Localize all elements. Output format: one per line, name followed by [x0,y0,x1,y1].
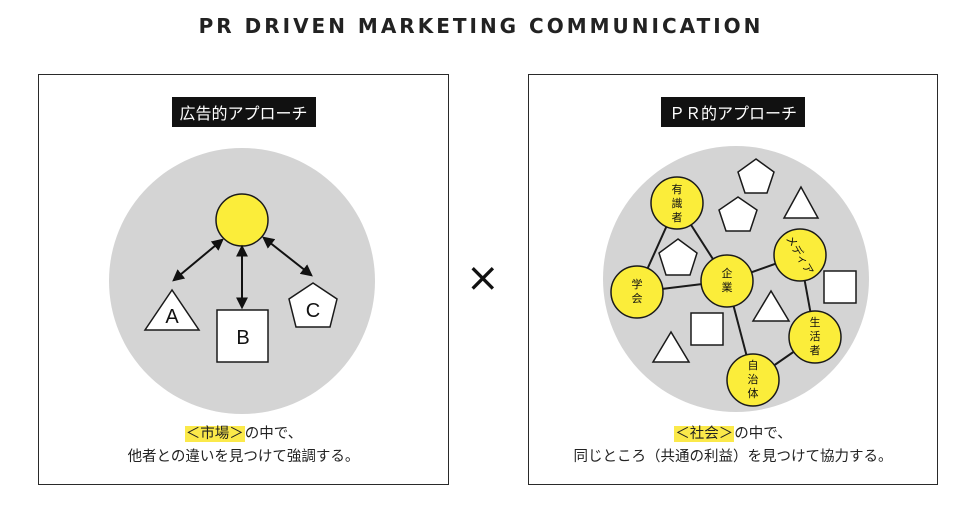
pentagon-shape [658,238,698,276]
caption-line2: 同じところ（共通の利益）を見つけて協力する。 [573,449,893,465]
node-media: メディア [773,228,827,282]
svg-text:識: 識 [672,197,683,210]
right-caption: ＜社会＞の中で、 同じところ（共通の利益）を見つけて協力する。 [529,423,937,469]
square-shape [823,270,857,304]
company-node [215,193,269,247]
square-b [216,309,269,363]
node-municipality: 自 治 体 [726,353,780,407]
pentagon-c [288,282,338,328]
square-shape [690,312,724,346]
svg-text:自: 自 [748,359,759,372]
pentagon-shape [737,158,775,194]
svg-text:体: 体 [748,386,759,400]
svg-text:有: 有 [672,182,683,196]
panel-label: ＰＲ的アプローチ [660,97,806,127]
node-consumer: 生 活 者 [788,310,842,364]
pr-approach-panel: ＰＲ的アプローチ 有 識 者 学 会 [528,74,938,485]
page-title: PR DRIVEN MARKETING COMMUNICATION [198,14,764,38]
svg-text:業: 業 [722,281,733,294]
shape-b-label: B [236,327,249,349]
node-company: 企 業 [700,254,754,308]
svg-text:企: 企 [722,266,733,280]
shape-c-label: C [306,300,320,322]
caption-line2: 他者との違いを見つけて強調する。 [127,449,360,465]
advertising-approach-panel: 広告的アプローチ A B C ＜市場＞の中で、 他者との違いを見つけて強調する。 [38,74,449,485]
svg-text:者: 者 [672,211,683,224]
triangle-shape [751,289,791,322]
multiply-symbol: × [466,255,500,301]
svg-text:生: 生 [810,315,821,329]
caption-line1-rest: の中で、 [244,426,303,442]
arrow-to-c [262,236,313,277]
society-highlight: ＜社会＞ [674,426,735,442]
advertising-diagram: A B C [109,148,375,414]
svg-text:会: 会 [632,292,643,305]
node-expert: 有 識 者 [650,176,704,230]
svg-text:治: 治 [748,372,759,386]
arrow-to-a [172,238,224,282]
caption-line1-rest: の中で、 [734,426,792,442]
triangle-a [143,288,201,331]
market-highlight: ＜市場＞ [184,426,245,442]
shape-a-label: A [165,306,179,328]
triangle-shape [782,185,820,219]
svg-text:活: 活 [810,330,821,343]
pr-diagram: 有 識 者 学 会 企 業 メディア 生 活 者 自 治 体 [603,146,869,412]
panel-label: 広告的アプローチ [171,97,316,127]
svg-text:学: 学 [632,277,643,291]
triangle-shape [651,330,691,363]
pentagon-shape [718,196,758,232]
left-caption: ＜市場＞の中で、 他者との違いを見つけて強調する。 [39,423,448,469]
node-academic: 学 会 [610,265,664,319]
svg-text:者: 者 [810,344,821,357]
